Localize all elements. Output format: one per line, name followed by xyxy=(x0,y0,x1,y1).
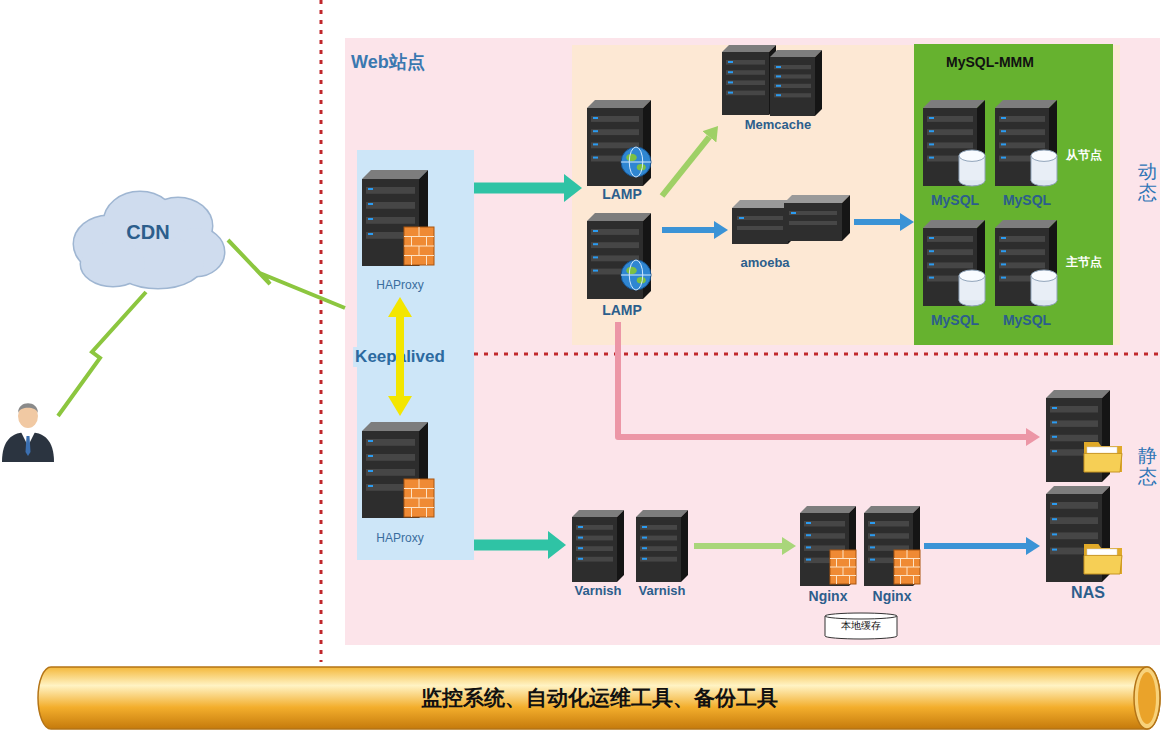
vertical-label: 静态 xyxy=(1138,446,1157,488)
flow-arrow xyxy=(662,227,714,233)
flow-arrow xyxy=(618,322,1026,437)
cdn-cloud: CDN xyxy=(68,180,228,295)
node-label: MySQL-MMM xyxy=(946,54,1034,71)
mysql-server: MySQL xyxy=(991,98,1063,212)
mysql-server: MySQL xyxy=(991,218,1063,332)
lamp-server: LAMP xyxy=(582,96,662,206)
node-label: 监控系统、自动化运维工具、备份工具 xyxy=(421,685,778,710)
ops-tools-pipe: 监控系统、自动化运维工具、备份工具 xyxy=(38,666,1160,730)
mysql-cluster: MySQL-MMM MySQL MySQL MySQL MySQL xyxy=(914,44,1113,345)
flow-arrow xyxy=(662,137,709,196)
node-label: 本地缓存 xyxy=(841,620,881,632)
divider-line xyxy=(320,0,323,662)
lamp-server: LAMP xyxy=(582,210,662,322)
flow-arrow xyxy=(474,183,564,194)
haproxy-server: HAProxy xyxy=(358,165,474,295)
node-label: HAProxy xyxy=(376,278,423,292)
node-label: LAMP xyxy=(602,186,642,203)
flow-arrow xyxy=(474,540,548,551)
node-label: Varnish xyxy=(639,583,686,599)
nginx-server: Nginx xyxy=(860,502,924,608)
node-label: Varnish xyxy=(575,583,622,599)
flow-arrow xyxy=(396,317,404,396)
label-holder: 动态 xyxy=(1138,162,1157,204)
flow-arrow xyxy=(924,543,1026,549)
node-label: CDN xyxy=(126,220,169,244)
flow-arrow xyxy=(854,219,900,225)
haproxy-server: HAProxy xyxy=(358,418,474,548)
node-label: MySQL xyxy=(931,312,979,329)
user-figure xyxy=(2,403,54,462)
web-site-region: Web站点HAProxyHAProxyLAMPLAMPMemcacheamoeb… xyxy=(345,38,1160,645)
node-label: MySQL xyxy=(1003,192,1051,209)
node-label: HAProxy xyxy=(376,531,423,545)
tier-label: 从节点 xyxy=(1066,147,1102,164)
node-label: MySQL xyxy=(931,192,979,209)
amoeba-proxy: amoeba xyxy=(728,190,854,274)
node-label: MySQL xyxy=(1003,312,1051,329)
node-label: amoeba xyxy=(740,255,789,271)
varnish-server: Varnish xyxy=(566,506,630,602)
wireless-link xyxy=(58,292,146,416)
haproxy-server-icon xyxy=(358,165,474,295)
node-label: LAMP xyxy=(602,302,642,319)
node-label: Nginx xyxy=(809,588,848,605)
node-label: Memcache xyxy=(745,117,811,133)
node-label: Nginx xyxy=(873,588,912,605)
haproxy-server-icon xyxy=(358,418,474,548)
nas-storage-icon xyxy=(1040,386,1136,608)
label-holder: 从节点 xyxy=(1066,147,1102,164)
flow-arrow xyxy=(694,543,782,549)
memcache-server: Memcache xyxy=(718,42,838,136)
mysql-server: MySQL xyxy=(919,218,991,332)
nas-storage: NAS xyxy=(1040,386,1136,608)
vertical-label: 动态 xyxy=(1138,162,1157,204)
mysql-server: MySQL xyxy=(919,98,991,212)
node-label: Web站点 xyxy=(351,52,425,74)
node-label: NAS xyxy=(1071,583,1105,602)
label-holder: 静态 xyxy=(1138,446,1157,488)
wireless-link xyxy=(228,240,345,308)
nginx-server: Nginx xyxy=(796,502,860,608)
tier-label: 主节点 xyxy=(1066,254,1102,271)
local-cache-disk: 本地缓存 xyxy=(824,611,898,640)
label-holder: 主节点 xyxy=(1066,254,1102,271)
varnish-server: Varnish xyxy=(630,506,694,602)
